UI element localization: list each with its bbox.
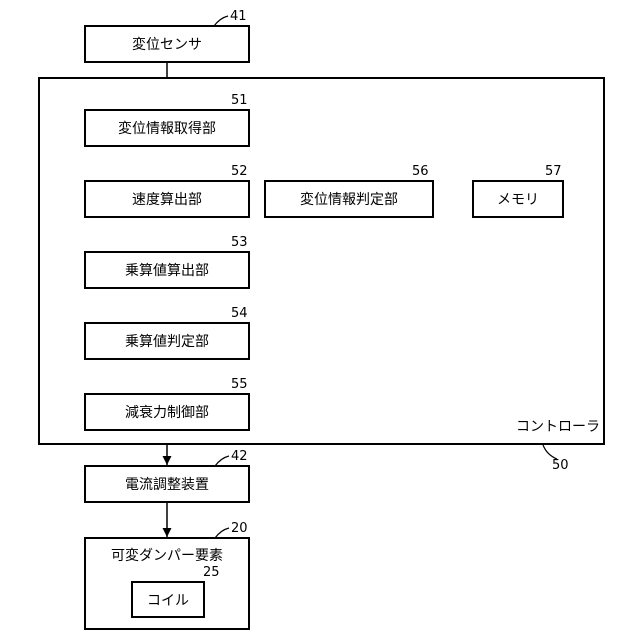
ref-number-56: 56 bbox=[412, 164, 429, 179]
ref-number-53: 53 bbox=[231, 235, 248, 250]
damping-force-control-block: 減衰力制御部 bbox=[84, 393, 250, 431]
displacement-info-judgment-block: 変位情報判定部 bbox=[264, 180, 434, 218]
speed-calculation-block: 速度算出部 bbox=[84, 180, 250, 218]
ref-number-25: 25 bbox=[203, 565, 220, 580]
ref-number-51: 51 bbox=[231, 93, 248, 108]
multiplication-value-judgment-block: 乗算値判定部 bbox=[84, 322, 250, 360]
multiplication-value-calculation-block: 乗算値算出部 bbox=[84, 251, 250, 289]
memory-block: メモリ bbox=[472, 180, 564, 218]
displacement-info-acquisition-block: 変位情報取得部 bbox=[84, 109, 250, 147]
ref-number-20: 20 bbox=[231, 521, 248, 536]
coil-block: コイル bbox=[131, 581, 205, 618]
leader-50 bbox=[543, 445, 557, 459]
current-adjustment-device-block: 電流調整装置 bbox=[84, 465, 250, 503]
ref-number-41: 41 bbox=[230, 9, 247, 24]
controller-ref-number: 50 bbox=[552, 458, 569, 473]
ref-number-54: 54 bbox=[231, 306, 248, 321]
ref-number-42: 42 bbox=[231, 449, 248, 464]
ref-number-57: 57 bbox=[545, 164, 562, 179]
ref-number-52: 52 bbox=[231, 164, 248, 179]
displacement-sensor-block: 変位センサ bbox=[84, 25, 250, 63]
ref-number-55: 55 bbox=[231, 377, 248, 392]
controller-label: コントローラ bbox=[516, 416, 600, 436]
